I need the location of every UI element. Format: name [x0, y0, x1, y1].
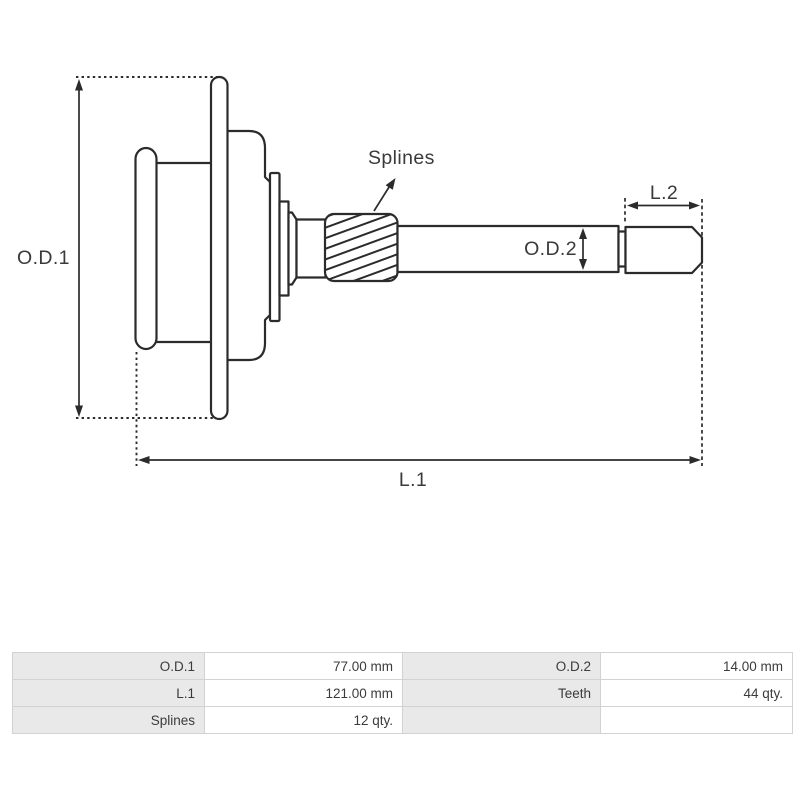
flange-plate: [268, 171, 281, 323]
spec-value-od1: 77.00 mm: [204, 652, 403, 680]
spec-value-l1: 121.00 mm: [204, 679, 403, 707]
spec-row-2: L.1 121.00 mm Teeth 44 qty.: [12, 679, 793, 707]
shaft-stub: [295, 218, 327, 279]
l2-arrowhead-right: [689, 201, 700, 210]
spline-hatching: [325, 214, 398, 281]
spec-row-3: Splines 12 qty.: [12, 706, 793, 734]
od2-label: O.D.2: [524, 238, 577, 260]
spec-label-od1: O.D.1: [12, 652, 205, 680]
spec-value-splines: 12 qty.: [204, 706, 403, 734]
spec-value-teeth: 44 qty.: [600, 679, 793, 707]
technical-drawing: O.D.1 L.1 L.2 O.D.2: [17, 75, 704, 491]
spec-value-empty: [600, 706, 793, 734]
end-cap: [134, 146, 158, 351]
spec-label-od2: O.D.2: [402, 652, 601, 680]
shaft-end-section: [624, 225, 704, 275]
spec-row-1: O.D.1 77.00 mm O.D.2 14.00 mm: [12, 652, 793, 680]
dimension-l2: L.2: [624, 182, 700, 224]
main-disc: [209, 75, 229, 421]
spec-label-empty: [402, 706, 601, 734]
od2-arrowhead-up: [579, 228, 587, 239]
shaft-step-1: [278, 200, 290, 297]
od1-arrowhead-up: [75, 79, 83, 91]
splines-arrowhead: [385, 178, 396, 190]
dimension-od2: O.D.2: [524, 228, 587, 270]
spec-label-teeth: Teeth: [402, 679, 601, 707]
part-outline: [134, 75, 704, 421]
l1-label: L.1: [399, 469, 427, 491]
shaft-step-2: [287, 211, 298, 286]
od1-label: O.D.1: [17, 247, 70, 269]
spec-label-l1: L.1: [12, 679, 205, 707]
housing-body: [222, 129, 272, 362]
dimension-od1: O.D.1: [17, 76, 220, 419]
l1-arrowhead-left: [138, 456, 150, 464]
main-shaft: [396, 224, 620, 274]
l2-arrowhead-left: [627, 201, 638, 210]
l1-arrowhead-right: [689, 456, 701, 464]
l2-label: L.2: [650, 182, 678, 204]
splines-callout: Splines: [368, 147, 435, 212]
spec-table: O.D.1 77.00 mm O.D.2 14.00 mm L.1 121.00…: [12, 652, 793, 734]
dimension-l1: L.1: [135, 199, 703, 491]
splines-leader-line: [373, 185, 391, 212]
od1-arrowhead-down: [75, 405, 83, 417]
spec-value-od2: 14.00 mm: [600, 652, 793, 680]
od2-arrowhead-down: [579, 259, 587, 270]
spec-label-splines: Splines: [12, 706, 205, 734]
splines-label: Splines: [368, 147, 435, 169]
